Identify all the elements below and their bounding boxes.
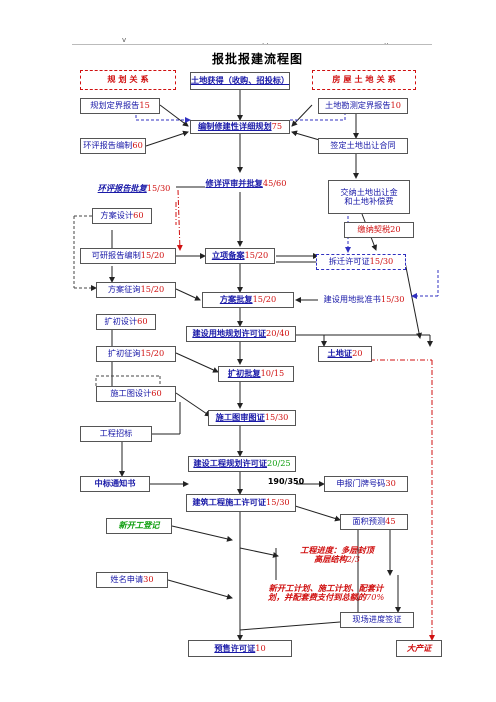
node-progress: 工程进度：多层封顶高层结构2/3 — [300, 544, 374, 564]
node-land-fee: 交纳土地出让金和土地补偿费 — [328, 180, 410, 214]
node-property-cert: 大产证 — [396, 640, 442, 657]
node-site-visa: 现场进度签证 — [340, 612, 414, 628]
column-planning: 规 划 关 系 — [80, 70, 176, 90]
header-mark-mid: . . — [262, 38, 269, 46]
header-mark-right: .. — [384, 38, 389, 46]
column-land: 房 屋 土 地 关 系 — [312, 70, 416, 90]
node-land-acquisition: 土地获得（收购、招投标） — [190, 72, 290, 90]
node-plan-payment: 新开工计划、施工计划、配套计划，并配套费支付到总额的70% — [267, 582, 385, 602]
header-rule — [72, 44, 432, 45]
header-mark-left: v — [122, 36, 127, 44]
node-land-contract: 签定土地出让合同 — [318, 138, 408, 154]
node-new-start-registration: 新开工登记 — [106, 518, 172, 534]
diagram-title: 报批报建流程图 — [212, 52, 304, 66]
node-code: 190/350 — [267, 477, 305, 487]
node-bidding: 工程招标 — [80, 426, 152, 442]
node-bid-notice: 中标通知书 — [80, 476, 150, 492]
